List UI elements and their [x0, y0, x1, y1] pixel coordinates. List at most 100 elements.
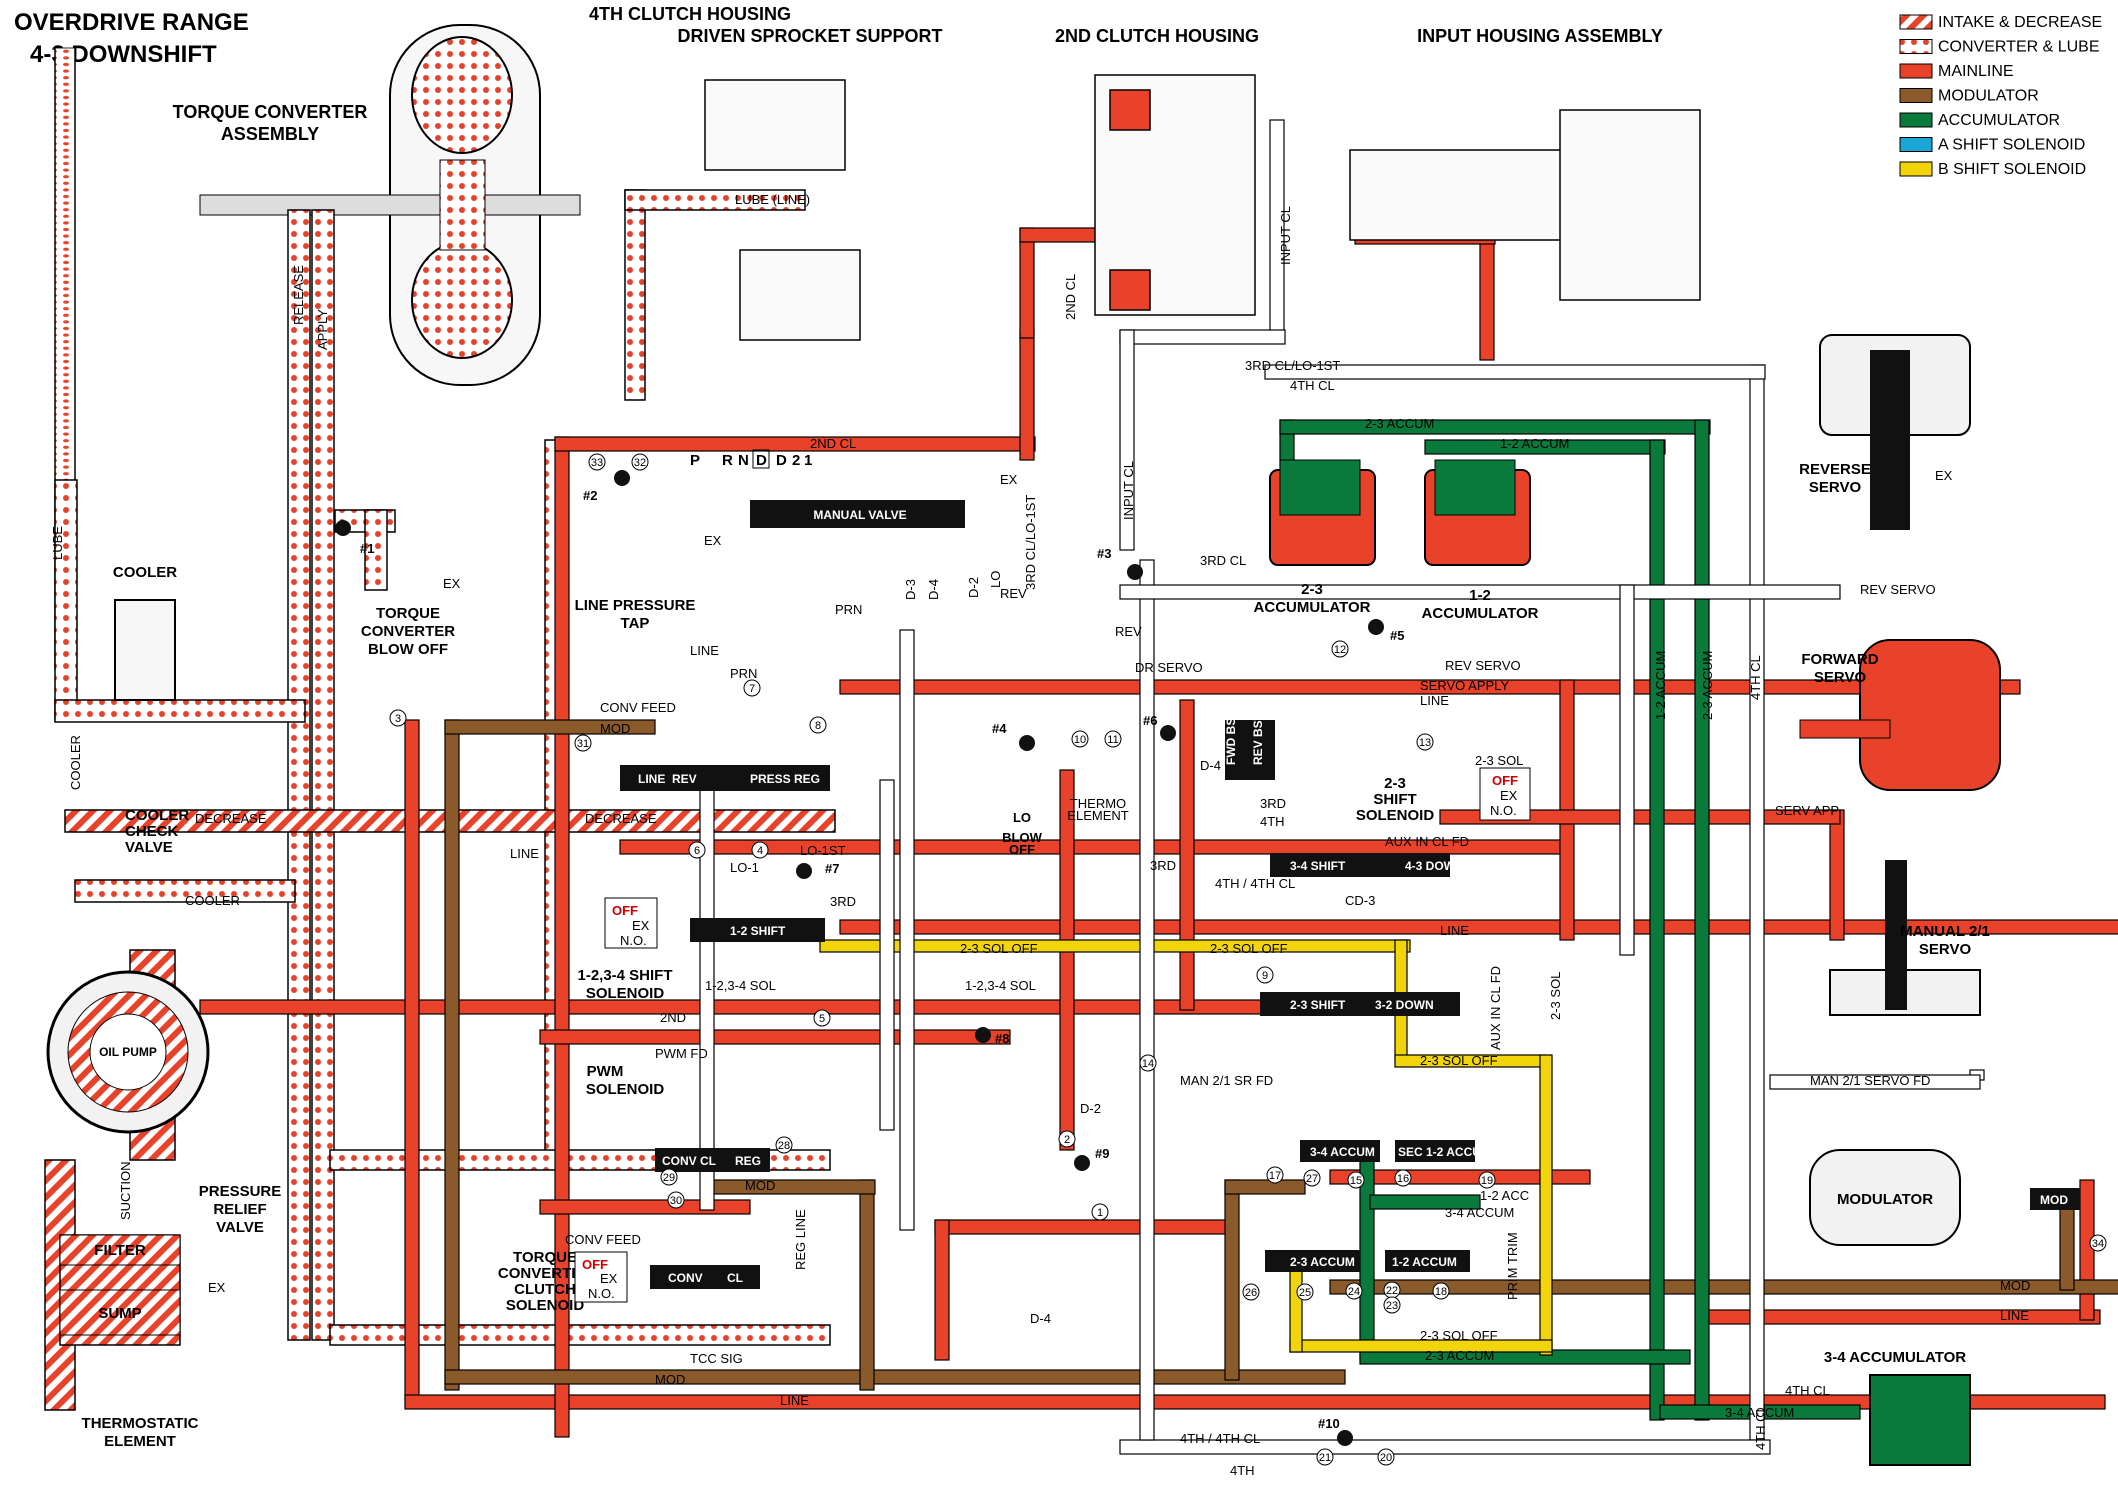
port-number-circle — [1394, 1169, 1412, 1187]
port-number-circle — [1303, 1169, 1321, 1187]
mod-valve — [2030, 1188, 2080, 1210]
modulator-body — [1809, 1149, 1961, 1246]
port-number-circle — [2089, 1234, 2107, 1252]
lbl-2nd: 2ND — [660, 1010, 686, 1025]
port-number-circle — [1091, 1203, 1109, 1221]
lbl-mod: MOD — [600, 721, 630, 736]
label-accum-34: 3-4 ACCUMULATOR — [1824, 1349, 1966, 1366]
port-number-label: 21 — [1319, 1452, 1331, 1464]
lbl-rev-servo-2: REV SERVO — [1445, 658, 1521, 673]
port-number-label: 22 — [1386, 1285, 1398, 1297]
label-manual21-1: MANUAL 2/1 — [1900, 923, 1990, 940]
port-number-circle — [1345, 1282, 1363, 1300]
label-thermo-2: ELEMENT — [104, 1433, 176, 1450]
port-number-circle — [1104, 730, 1122, 748]
port-number-circle — [688, 841, 706, 859]
port-number-label: 18 — [1435, 1286, 1447, 1298]
checkball-7: #7 — [825, 861, 839, 876]
accumulator-12-body — [1424, 459, 1531, 566]
label-sump: SUMP — [98, 1305, 141, 1322]
lbl-accum-12: 1-2 ACCUM — [1500, 436, 1569, 451]
port-number-circle — [1071, 730, 1089, 748]
lbl-sol-12-34: 1-2,3-4 SOL — [965, 978, 1036, 993]
port-number-circle — [1256, 966, 1274, 984]
lbl-accum-23-b: 2-3 ACCUM — [1425, 1348, 1494, 1363]
shift-12-valve — [690, 918, 825, 942]
lbl-4th-2: 4TH — [1230, 1463, 1255, 1478]
lbl-accum-23-v: 2-3 ACCUM — [1700, 651, 1715, 720]
lbl-3rd: 3RD — [830, 894, 856, 909]
lbl-prn-2: PRN — [730, 666, 757, 681]
label-shift23-sol-3: SOLENOID — [1356, 807, 1435, 824]
port-number-circle — [1478, 1171, 1496, 1189]
checkball-10: #10 — [1318, 1416, 1340, 1431]
sol-23-off: OFF — [1492, 773, 1518, 788]
gear-r: R — [722, 452, 733, 469]
shift-12-label: 1-2 SHIFT — [730, 924, 786, 938]
port-number-circle — [1242, 1283, 1260, 1301]
lbl-cooler-v: COOLER — [68, 735, 83, 790]
label-tcc-2: CONVERTER — [498, 1265, 592, 1282]
label-tc-blowoff-1: TORQUE — [376, 605, 440, 622]
port-number-circle — [813, 1009, 831, 1027]
lbl-sol-off-23: 2-3 SOL OFF — [960, 941, 1038, 956]
shift-34-valve — [1270, 853, 1450, 877]
accum-12-label: 1-2 ACCUM — [1392, 1255, 1457, 1269]
lbl-rev-2: REV — [1000, 586, 1027, 601]
lbl-sol-off-23-4: 2-3 SOL OFF — [1420, 1328, 1498, 1343]
label-pwm-1: PWM — [587, 1063, 624, 1080]
4th-clutch-housing — [704, 79, 861, 341]
port-number-circle — [1432, 1282, 1450, 1300]
sol-tcc-off: OFF — [582, 1257, 608, 1272]
lbl-dr-servo: DR SERVO — [1135, 660, 1203, 675]
label-pressure-relief-2: RELIEF — [213, 1201, 266, 1218]
lbl-3rd-2: 3RD — [1150, 858, 1176, 873]
sec-12-valve — [1395, 1140, 1475, 1162]
down-43-label: 4-3 DOWN — [1405, 859, 1464, 873]
lbl-sol-12-34-2: 1-2,3-4 SOL — [705, 978, 776, 993]
2nd-clutch-housing — [1094, 74, 1256, 316]
conv-cl-valve — [655, 1148, 770, 1172]
forward-servo — [1799, 639, 2001, 791]
lbl-sol-off-23-3: 2-3 SOL OFF — [1420, 1053, 1498, 1068]
lbl-apply: APPLY — [315, 309, 330, 350]
header-4th-clutch: 4TH CLUTCH HOUSING — [589, 4, 791, 24]
legend-swatch — [1899, 63, 1933, 79]
lbl-line-6: LINE — [2000, 1308, 2029, 1323]
lbl-d4-3: D-4 — [1030, 1311, 1051, 1326]
port-number-label: 30 — [670, 1195, 682, 1207]
port-number-label: 33 — [591, 457, 603, 469]
reg-label: REG — [735, 1154, 761, 1168]
legend-swatch — [1899, 112, 1933, 128]
port-number-label: 3 — [395, 713, 401, 725]
b-solenoid-circuit — [819, 939, 1553, 1356]
lbl-mod-3: MOD — [655, 1372, 685, 1387]
header-torque-converter-2: ASSEMBLY — [221, 124, 319, 144]
lbl-accum-12-v: 1-2 ACCUM — [1653, 651, 1668, 720]
pressure-regulator-valve — [620, 765, 830, 791]
lbl-4th-cl: 4TH CL — [1290, 378, 1335, 393]
header-input-housing: INPUT HOUSING ASSEMBLY — [1417, 26, 1663, 46]
port-number-circle — [660, 1168, 678, 1186]
port-number-circle — [667, 1191, 685, 1209]
line-valve-label: LINE — [638, 772, 665, 786]
lbl-cooler-h: COOLER — [185, 893, 240, 908]
port-number-circle — [775, 1136, 793, 1154]
lbl-2nd-cl-v: 2ND CL — [1063, 274, 1078, 320]
label-pwm-2: SOLENOID — [586, 1081, 665, 1098]
legend-label: CONVERTER & LUBE — [1938, 39, 2100, 56]
sec-12-label: SEC 1-2 ACCUM — [1398, 1145, 1491, 1159]
port-number-circle — [1139, 1054, 1157, 1072]
port-number-label: 19 — [1481, 1175, 1493, 1187]
accum-23-label: 2-3 ACCUM — [1290, 1255, 1355, 1269]
port-number-circle — [1296, 1283, 1314, 1301]
legend-swatch — [1899, 161, 1933, 177]
port-number-label: 12 — [1334, 644, 1346, 656]
lbl-3rd-cl: 3RD CL — [1200, 553, 1246, 568]
port-number-circle — [1316, 1448, 1334, 1466]
lbl-tcc-sig: TCC SIG — [690, 1351, 743, 1366]
fwd-rev-bst-valve — [1225, 720, 1275, 780]
cl-label: CL — [727, 1271, 743, 1285]
port-number-label: 26 — [1245, 1287, 1257, 1299]
checkball-9: #9 — [1095, 1146, 1109, 1161]
